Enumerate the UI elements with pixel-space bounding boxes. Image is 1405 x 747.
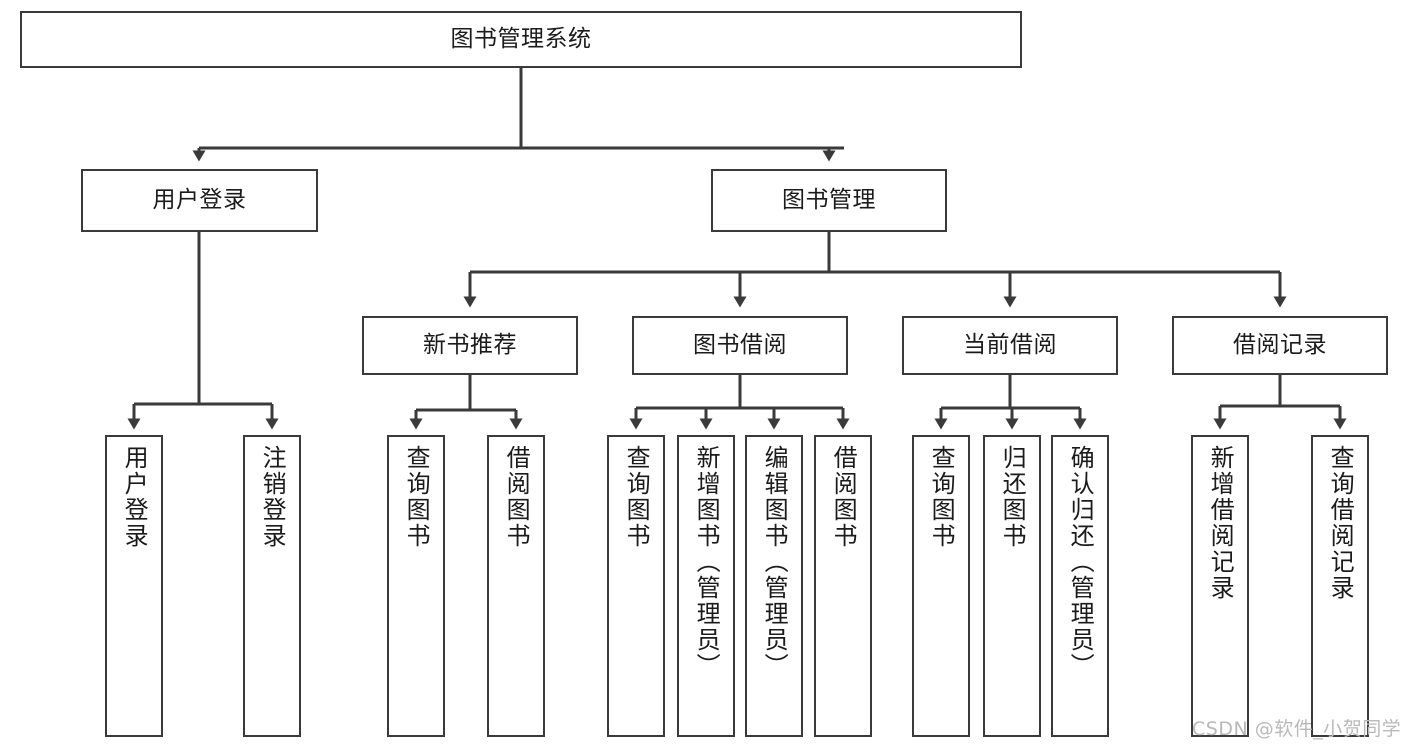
- node-leaf-user-login-label: 用户登录: [120, 445, 149, 549]
- node-leaf-confirm-return[interactable]: 确认归还（管理员）: [1051, 435, 1109, 737]
- node-book-manage-label: 图书管理: [782, 186, 876, 213]
- node-leaf-borrow-book-2[interactable]: 借阅图书: [814, 435, 872, 737]
- node-leaf-add-record-label: 新增借阅记录: [1206, 445, 1235, 601]
- node-leaf-query-book-3-label: 查询图书: [927, 445, 956, 549]
- node-leaf-user-login[interactable]: 用户登录: [105, 435, 163, 737]
- node-user-login[interactable]: 用户登录: [81, 169, 318, 232]
- node-borrow-record-label: 借阅记录: [1233, 331, 1327, 358]
- node-book-borrow-label: 图书借阅: [693, 331, 787, 358]
- node-leaf-borrow-book-1-label: 借阅图书: [502, 445, 531, 549]
- node-leaf-query-book-1[interactable]: 查询图书: [387, 435, 445, 737]
- node-leaf-add-book-label: 新增图书（管理员）: [692, 445, 721, 679]
- node-leaf-return-book[interactable]: 归还图书: [983, 435, 1041, 737]
- watermark-text: CSDN @软件_小贺同学: [1192, 718, 1402, 740]
- node-current-borrow-label: 当前借阅: [963, 331, 1057, 358]
- node-book-manage[interactable]: 图书管理: [711, 169, 947, 232]
- node-leaf-query-book-2-label: 查询图书: [622, 445, 651, 549]
- node-leaf-edit-book[interactable]: 编辑图书（管理员）: [745, 435, 803, 737]
- node-leaf-add-record[interactable]: 新增借阅记录: [1191, 435, 1249, 737]
- node-leaf-query-book-2[interactable]: 查询图书: [607, 435, 665, 737]
- node-leaf-logout-label: 注销登录: [258, 445, 287, 549]
- node-leaf-query-book-1-label: 查询图书: [402, 445, 431, 549]
- node-leaf-query-record-label: 查询借阅记录: [1326, 445, 1355, 601]
- node-book-borrow[interactable]: 图书借阅: [632, 316, 848, 375]
- node-user-login-label: 用户登录: [152, 186, 247, 213]
- node-leaf-borrow-book-2-label: 借阅图书: [829, 445, 858, 549]
- node-leaf-confirm-return-label: 确认归还（管理员）: [1066, 445, 1095, 679]
- node-current-borrow[interactable]: 当前借阅: [902, 316, 1118, 375]
- node-leaf-borrow-book-1[interactable]: 借阅图书: [487, 435, 545, 737]
- node-borrow-record[interactable]: 借阅记录: [1172, 316, 1388, 375]
- node-leaf-return-book-label: 归还图书: [998, 445, 1027, 549]
- node-leaf-query-record[interactable]: 查询借阅记录: [1311, 435, 1369, 737]
- node-leaf-query-book-3[interactable]: 查询图书: [912, 435, 970, 737]
- node-root-label: 图书管理系统: [450, 25, 592, 52]
- node-new-book-recommend[interactable]: 新书推荐: [362, 316, 578, 375]
- node-new-book-recommend-label: 新书推荐: [423, 331, 517, 358]
- node-leaf-logout[interactable]: 注销登录: [243, 435, 301, 737]
- node-leaf-edit-book-label: 编辑图书（管理员）: [760, 445, 789, 679]
- node-leaf-add-book[interactable]: 新增图书（管理员）: [677, 435, 735, 737]
- node-root[interactable]: 图书管理系统: [20, 11, 1022, 68]
